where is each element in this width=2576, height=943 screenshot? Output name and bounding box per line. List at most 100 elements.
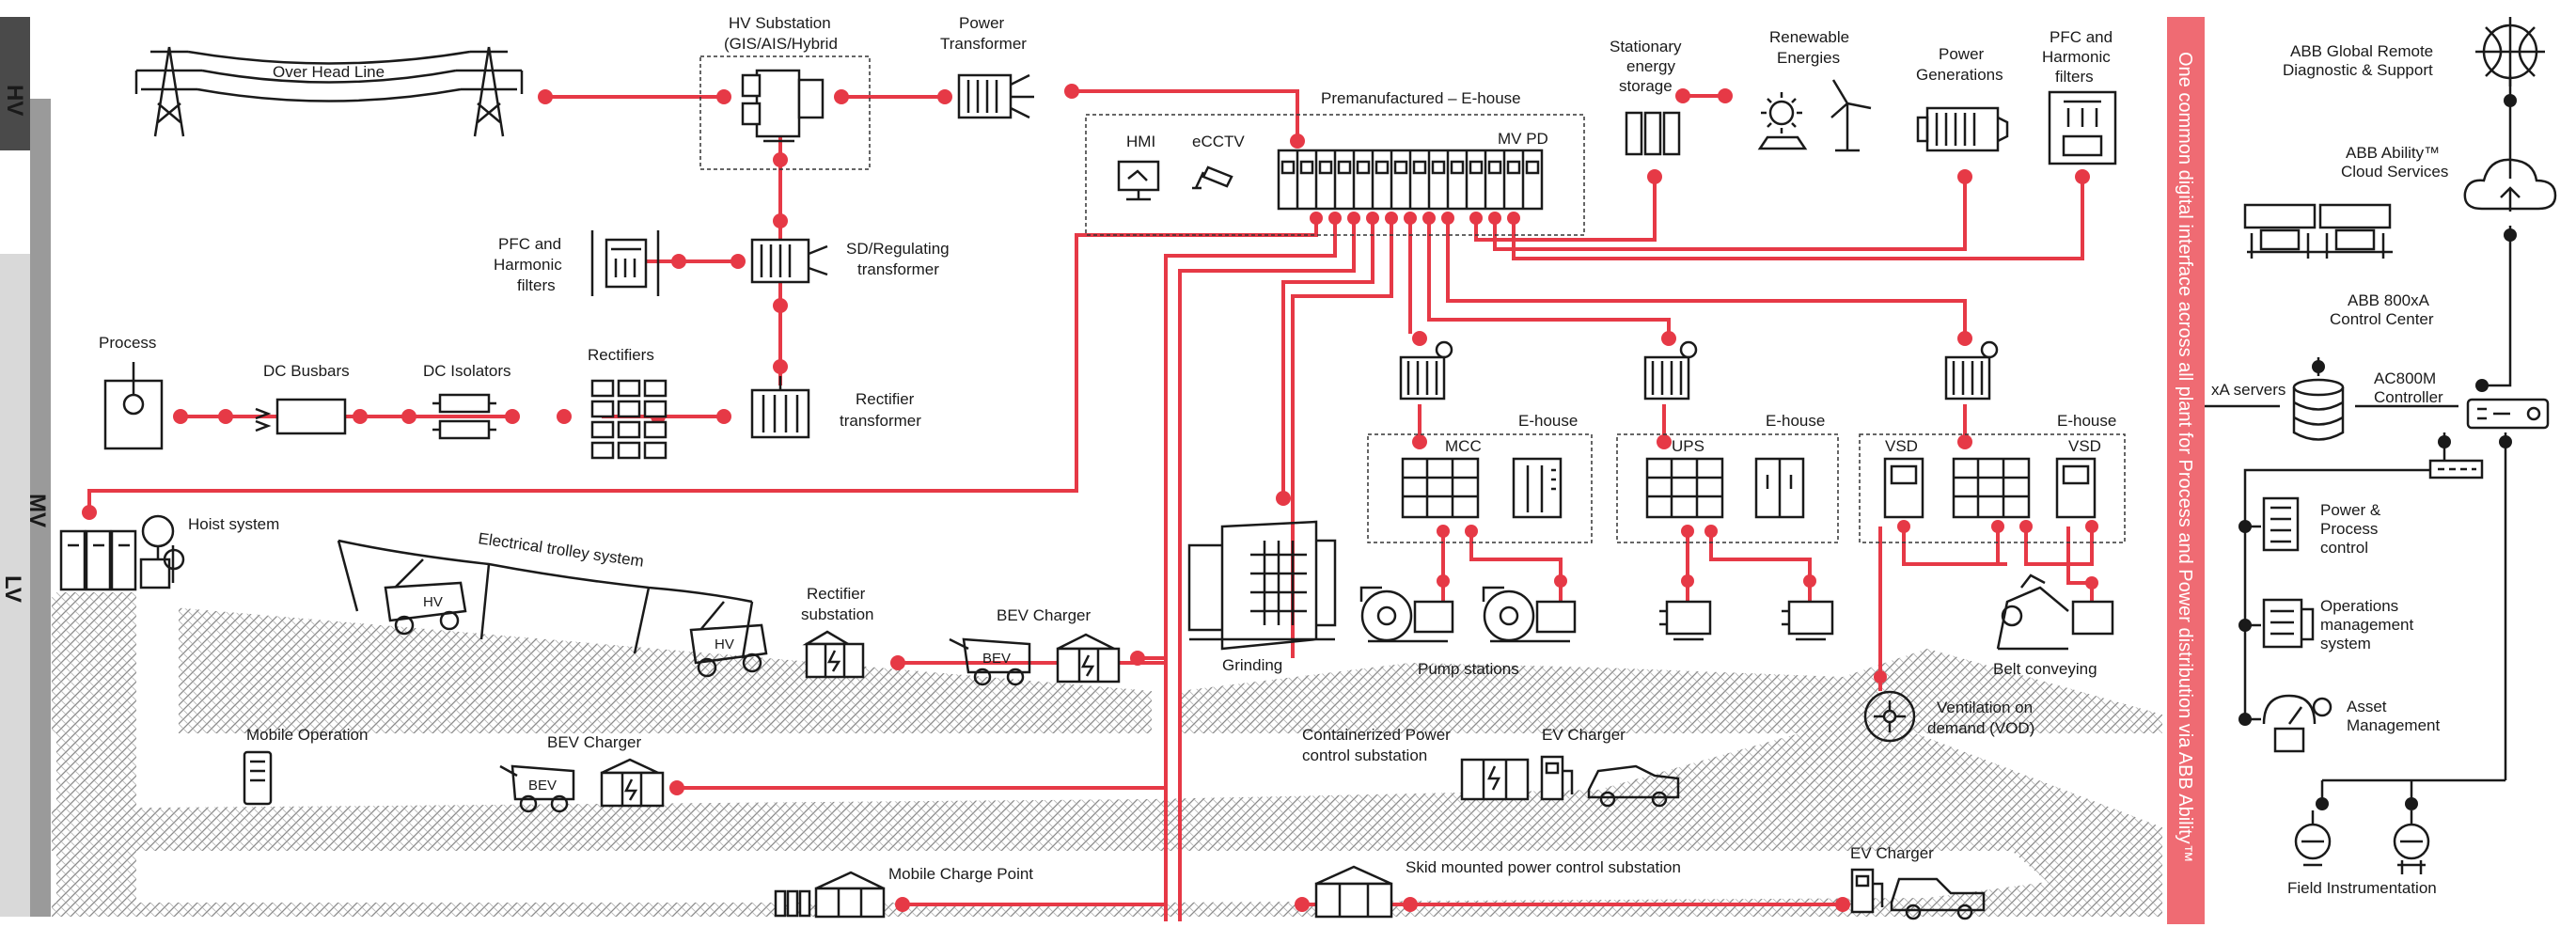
power-lines (87, 89, 2094, 921)
voltage-level-bands: HV MV LV (0, 17, 51, 917)
bev-charger-mid-label: BEV Charger (547, 733, 641, 751)
ventilation-label-1: Ventilation on (1937, 699, 2033, 716)
ev-charger-bottom: EV Charger (1850, 844, 1986, 920)
power-transformer: Power Transformer (940, 14, 1034, 119)
dc-isolators-label: DC Isolators (423, 362, 511, 380)
ups-cabinet-icon (1754, 457, 1805, 519)
pump-stations-label: Pump stations (1418, 660, 1519, 678)
field-instrument-b-icon (2393, 810, 2430, 874)
power-process-label-1: Power & (2320, 501, 2381, 519)
field-instrument-a-icon (2294, 810, 2332, 867)
pfc-left-label-3: filters (517, 276, 556, 294)
bev-charger-mid-icon (600, 758, 665, 808)
hv-truck-a-icon: HV (384, 558, 467, 636)
ehouse-vsd: VSD VSD E-house (1859, 412, 2126, 543)
mobile-operation-label: Mobile Operation (246, 726, 368, 744)
ev-charger-bottom-icon (1850, 868, 1884, 914)
power-process-label-2: Process (2320, 520, 2378, 538)
rectifier-transformer-label-1: Rectifier (856, 390, 915, 408)
pfc-harmonic-filters-right: PFC and Harmonic filters (2042, 28, 2117, 165)
belt-conveying: Belt conveying (1993, 574, 2114, 678)
skid-mounted-substation: Skid mounted power control substation (1314, 858, 1681, 919)
pfc-harmonic-filters-left: PFC and Harmonic filters (494, 230, 660, 296)
sd-transformer-label-2: transformer (857, 260, 939, 278)
hoist-label: Hoist system (188, 515, 279, 533)
grinding-mill-icon (1187, 520, 1337, 651)
rectifiers-label: Rectifiers (588, 346, 654, 364)
pfc-right-label-1: PFC and (2050, 28, 2113, 46)
field-instrumentation-label: Field Instrumentation (2287, 879, 2437, 897)
overhead-line-label: Over Head Line (273, 63, 385, 81)
mobile-operation: Mobile Operation (243, 726, 368, 806)
network-switch-icon (2428, 459, 2484, 479)
hv-band (0, 17, 30, 150)
asset-label-1: Asset (2347, 698, 2387, 715)
rectifier-substation: Rectifier substation (801, 585, 874, 679)
cloud-label-1: ABB Ability™ (2346, 144, 2440, 162)
bev-charger-top-icon (1056, 633, 1121, 684)
hmi-icon (1117, 160, 1160, 201)
ops-mgmt-label-2: management (2320, 616, 2414, 634)
mobile-charge-point-label: Mobile Charge Point (888, 865, 1033, 883)
skid-mounted-label: Skid mounted power control substation (1406, 858, 1681, 876)
rectifier-transformer-icon (750, 376, 810, 439)
sd-regulating-transformer: SD/Regulating transformer (750, 238, 950, 284)
ehouse-b-label: E-house (1766, 412, 1825, 430)
mv-band (30, 99, 51, 917)
database-icon (2292, 378, 2345, 441)
grinding-label: Grinding (1222, 656, 1282, 674)
ups-label: UPS (1672, 437, 1704, 455)
power-gen-label-1: Power (1939, 45, 1985, 63)
lv-label: LV (0, 575, 25, 603)
digital-interface-banner: One common digital interface across all … (2167, 17, 2205, 924)
abb-digital-stack: ABB Global Remote Diagnostic & Support A… (2205, 17, 2557, 897)
containerized-label-2: control substation (1302, 747, 1427, 764)
cloud-label-2: Cloud Services (2341, 163, 2448, 181)
process-cell-icon (103, 362, 164, 450)
mobile-charge-point: Mobile Charge Point (774, 865, 1033, 919)
operations-management-icon (2262, 598, 2315, 649)
utility-vehicle-icon (1890, 877, 1986, 920)
rectifier-substation-icon (802, 630, 865, 679)
bev-vehicle-mid-icon: BEV (499, 764, 575, 813)
ventilation: Ventilation on demand (VOD) (1863, 690, 2034, 743)
mv-label: MV (24, 494, 50, 527)
dc-busbar-icon (255, 398, 347, 435)
ehouse-mcc: MCC E-house (1367, 412, 1593, 543)
stationary-storage: Stationary energy storage (1610, 38, 1682, 156)
hv-truck-b-icon: HV (689, 601, 768, 678)
pfc-filter-right-icon (2048, 90, 2117, 165)
control-center-label-1: ABB 800xA (2348, 291, 2430, 309)
ev-charger-bottom-label: EV Charger (1850, 844, 1934, 862)
rock-layer-top-left (52, 597, 1152, 733)
grinding: Grinding (1187, 520, 1337, 674)
rectifiers-icon (590, 379, 668, 460)
rectifier-substation-label-1: Rectifier (807, 585, 866, 603)
premanufactured-ehouse: Premanufactured – E-house HMI eCCTV MV P… (1085, 89, 1585, 236)
lv-band (0, 254, 30, 917)
power-process-control-icon (2262, 496, 2300, 552)
ehouse-title: Premanufactured – E-house (1321, 89, 1521, 107)
power-generations: Power Generations (1916, 45, 2009, 152)
motor-ups-b-icon (1782, 600, 1834, 641)
bev-mid-label: BEV (528, 778, 557, 794)
hmi-label: HMI (1126, 133, 1155, 150)
vsd-drive-b-icon (2055, 457, 2097, 519)
vsd-panel-icon (1952, 457, 2031, 519)
mcc-label: MCC (1445, 437, 1482, 455)
hv-substation: HV Substation (GIS/AIS/Hybrid (699, 14, 871, 170)
vsd-b-label: VSD (2068, 437, 2101, 455)
fan-icon (1863, 690, 1916, 743)
tower-right-icon (456, 46, 522, 137)
mobile-charge-container-icon (814, 871, 886, 919)
sd-transformer-icon (750, 238, 828, 284)
banner-bar (2167, 17, 2205, 924)
ehouse-c-label: E-house (2057, 412, 2116, 430)
conveyor-icon (1996, 574, 2114, 651)
controller-icon (2466, 398, 2550, 430)
hv-substation-label-2: (GIS/AIS/Hybrid (724, 35, 838, 53)
mv-pd-label: MV PD (1498, 130, 1548, 148)
tower-left-icon (136, 46, 202, 137)
distribution-transformers (1399, 340, 1999, 401)
